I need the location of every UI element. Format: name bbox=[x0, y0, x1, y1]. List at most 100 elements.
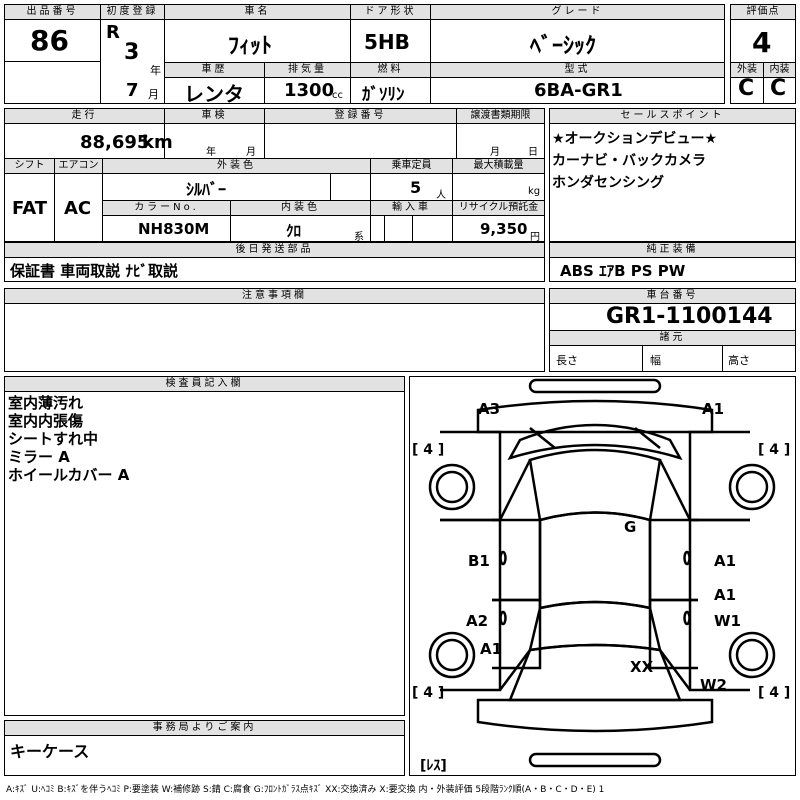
width-label: 幅 bbox=[650, 354, 661, 367]
score-header: 評価点 bbox=[730, 4, 796, 20]
tire-mark-front-right: [ 4 ] bbox=[758, 442, 790, 458]
mark-w2-right-rear: W2 bbox=[700, 676, 727, 694]
fuel: ｶﾞｿﾘﾝ bbox=[362, 85, 405, 105]
front-right-wheel bbox=[728, 463, 776, 511]
reg-year: 3 bbox=[124, 40, 140, 65]
inspection-month-unit: 月 bbox=[246, 147, 256, 158]
sales-point: カーナビ・バックカメラ bbox=[552, 153, 706, 169]
hood bbox=[507, 423, 683, 461]
capacity: 5 bbox=[410, 178, 422, 197]
exterior-grade: C bbox=[738, 76, 755, 101]
kg-unit: kg bbox=[528, 186, 541, 197]
sales-point: ホンダセンシング bbox=[552, 175, 664, 191]
sales-points-list: ★オークションデビュー★ カーナビ・バックカメラ ホンダセンシング bbox=[552, 128, 717, 194]
model: 6BA-GR1 bbox=[534, 80, 623, 101]
era-mark: R bbox=[106, 22, 120, 43]
inspector-note: ホイールカバー A bbox=[8, 466, 130, 484]
ext-color: ｼﾙﾊﾞｰ bbox=[186, 180, 227, 199]
import-header: 輸入車 bbox=[370, 200, 453, 216]
history-header: 車歴 bbox=[164, 62, 265, 78]
tire-mark-rear-right: [ 4 ] bbox=[758, 685, 790, 701]
trunk bbox=[508, 643, 682, 702]
recycle-header: リサイクル預託金 bbox=[452, 200, 545, 216]
tire-mark-rear-left: [ 4 ] bbox=[412, 685, 444, 701]
cc-unit: cc bbox=[332, 90, 343, 101]
windshield bbox=[528, 448, 662, 522]
displacement: 1300 bbox=[284, 80, 335, 101]
grade: ﾍﾞｰｼｯｸ bbox=[530, 34, 597, 59]
car-name: ﾌｨｯﾄ bbox=[228, 34, 273, 59]
car-name-header: 車名 bbox=[164, 4, 351, 20]
inspector-header: 検査員記入欄 bbox=[4, 376, 405, 392]
person-unit: 人 bbox=[436, 190, 446, 201]
history: レンタ bbox=[184, 82, 244, 106]
inspector-panel bbox=[4, 376, 405, 716]
interior-grade: C bbox=[770, 76, 787, 101]
mark-a1-left-rear-fender: A1 bbox=[480, 640, 502, 658]
rear-left-wheel bbox=[428, 631, 476, 679]
later-parts: 保証書 車両取説 ﾅﾋﾞ取説 bbox=[10, 262, 178, 280]
series-unit: 系 bbox=[354, 232, 364, 243]
specs-header: 諸元 bbox=[549, 330, 796, 346]
displacement-header: 排気量 bbox=[264, 62, 351, 78]
right-side bbox=[688, 518, 750, 692]
spare-tire-mark: [ﾚｽ] bbox=[420, 758, 447, 774]
front-body bbox=[476, 399, 714, 434]
transfer-day-unit: 日 bbox=[528, 147, 538, 158]
tire-mark-front-left: [ 4 ] bbox=[412, 442, 444, 458]
front-left-wheel bbox=[428, 463, 476, 511]
mark-a1-right-front-door: A1 bbox=[714, 552, 736, 570]
sales-point: ★オークションデビュー★ bbox=[552, 131, 718, 147]
length-label: 長さ bbox=[556, 354, 578, 367]
shift: FAT bbox=[12, 198, 48, 219]
int-color: ｸﾛ bbox=[286, 222, 302, 240]
height-label: 高さ bbox=[728, 354, 750, 367]
rear-body bbox=[476, 698, 714, 733]
equipment-header: 純正装備 bbox=[549, 242, 796, 258]
equipment: ABS ｴｱB PS PW bbox=[560, 262, 686, 280]
ext-color-header: 外装色 bbox=[102, 158, 371, 174]
transfer-month-unit: 月 bbox=[490, 147, 500, 158]
header-panel bbox=[4, 4, 725, 104]
mark-a2-left-rear-door: A2 bbox=[466, 612, 488, 630]
mark-b1-left-front-door: B1 bbox=[468, 552, 490, 570]
lot-no: 86 bbox=[30, 24, 69, 57]
max-load-header: 最大積載量 bbox=[452, 158, 545, 174]
mark-a1-front-right: A1 bbox=[702, 400, 724, 418]
int-color-header: 内装色 bbox=[230, 200, 371, 216]
interior-header: 内装 bbox=[763, 62, 796, 78]
month-unit: 月 bbox=[148, 88, 159, 101]
year-unit: 年 bbox=[150, 64, 161, 77]
mark-w1-right-rear-door: W1 bbox=[714, 612, 741, 630]
color-no: NH830M bbox=[138, 220, 210, 238]
rear-window bbox=[528, 600, 662, 652]
shift-header: シフト bbox=[4, 158, 55, 174]
chassis-no: GR1-1100144 bbox=[606, 304, 773, 329]
grade-header: グレード bbox=[430, 4, 725, 20]
mark-a1-right-rear-upper: A1 bbox=[714, 586, 736, 604]
color-no-header: カラーNo. bbox=[102, 200, 231, 216]
inspector-note: 室内内張傷 bbox=[8, 412, 84, 430]
reg-month: 7 bbox=[126, 80, 139, 101]
mark-g-windshield: G bbox=[624, 518, 636, 536]
inspector-notes: 室内薄汚れ 室内内張傷 シートすれ中 ミラー A ホイールカバー A bbox=[8, 394, 129, 484]
sales-points-panel bbox=[549, 108, 796, 242]
mark-xx-trunk: XX bbox=[630, 658, 654, 676]
car-diagram-panel bbox=[409, 376, 796, 776]
yen-unit: 円 bbox=[530, 232, 540, 243]
ac: AC bbox=[64, 198, 92, 219]
legend: A:ｷｽﾞ U:ﾍｺﾐ B:ｷｽﾞを伴うﾍｺﾐ P:要塗装 W:補修跡 S:錆 … bbox=[6, 785, 605, 795]
transfer-header: 譲渡書類期限 bbox=[456, 108, 545, 124]
score: 4 bbox=[752, 26, 772, 59]
inspector-note: ミラー A bbox=[8, 448, 70, 466]
rear-bumper bbox=[528, 752, 662, 768]
first-reg-header: 初度登録 bbox=[100, 4, 165, 20]
sales-points-header: セールスポイント bbox=[549, 108, 796, 124]
office-note: キーケース bbox=[10, 742, 90, 761]
caution-header: 注意事項欄 bbox=[4, 288, 545, 304]
ac-header: エアコン bbox=[54, 158, 103, 174]
km-unit: km bbox=[142, 132, 173, 153]
